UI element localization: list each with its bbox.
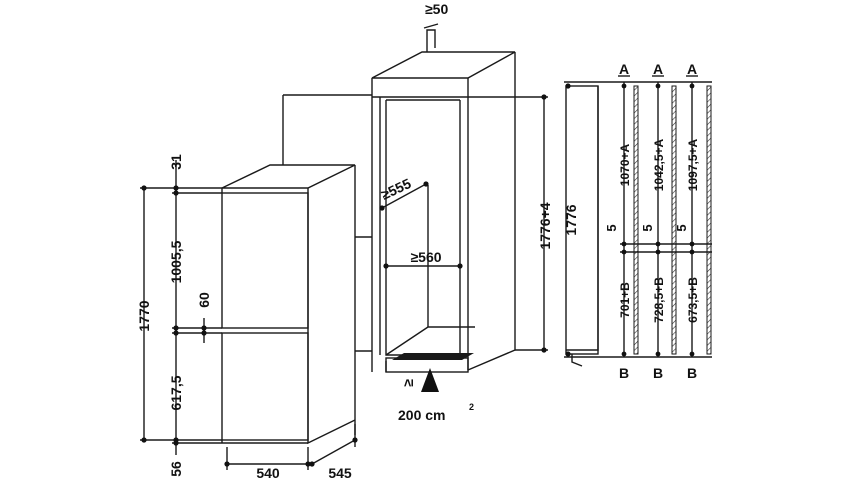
- col3-bottom-label: B: [687, 365, 697, 381]
- col1-bottom-label: B: [619, 365, 629, 381]
- niche-dimension-labels: ≥50 ≥555 ≥560 1776+4 ≥ 200 cm 2: [379, 1, 553, 423]
- rail-labels: 1776 A A A B B B 1070+A 1042,5+A 1097,5+…: [563, 61, 700, 381]
- col1-gap: 5: [604, 224, 619, 231]
- vent-symbol: ≥: [400, 379, 416, 387]
- dim-width: 540: [256, 465, 280, 480]
- col2-gap: 5: [640, 224, 655, 231]
- col2-bottom-label: B: [653, 365, 663, 381]
- vent-arrow-icon: [421, 368, 439, 392]
- fridge-dimension-labels: 31 1005,5 1770 60 617,5 56 540 545: [136, 154, 352, 480]
- col1-top-label: A: [619, 61, 629, 77]
- dim-total-height: 1770: [136, 300, 152, 331]
- col3-upper-dim: 1097,5+A: [686, 138, 700, 191]
- col3-gap: 5: [674, 224, 689, 231]
- dim-lower-door: 617,5: [168, 375, 184, 410]
- col1-lower-dim: 701+B: [618, 282, 632, 318]
- col2-lower-dim: 728,5+B: [652, 277, 666, 323]
- fridge-dimension-lines: [140, 160, 358, 470]
- rail-diagrams: [564, 75, 712, 367]
- col3-top-label: A: [687, 61, 697, 77]
- dim-top-gap: 31: [168, 154, 184, 170]
- dim-top-clearance: ≥50: [425, 1, 448, 17]
- dim-bottom-gap: 56: [168, 461, 184, 477]
- niche-drawing: [371, 23, 548, 392]
- dim-upper-door: 1005,5: [168, 240, 184, 283]
- col2-upper-dim: 1042,5+A: [652, 138, 666, 191]
- dim-niche-width: ≥560: [410, 249, 441, 265]
- col1-upper-dim: 1070+A: [618, 143, 632, 186]
- dim-depth: 545: [328, 465, 352, 480]
- dim-niche-depth: ≥555: [379, 175, 414, 203]
- col2-top-label: A: [653, 61, 663, 77]
- dim-mid-gap: 60: [196, 292, 212, 308]
- col3-lower-dim: 673,5+B: [686, 277, 700, 323]
- vent-area-exponent: 2: [469, 402, 474, 412]
- vent-area: 200 cm: [398, 407, 445, 423]
- dim-niche-height: 1776+4: [537, 202, 553, 249]
- rail-height: 1776: [563, 204, 579, 235]
- fridge-drawing: [221, 94, 372, 445]
